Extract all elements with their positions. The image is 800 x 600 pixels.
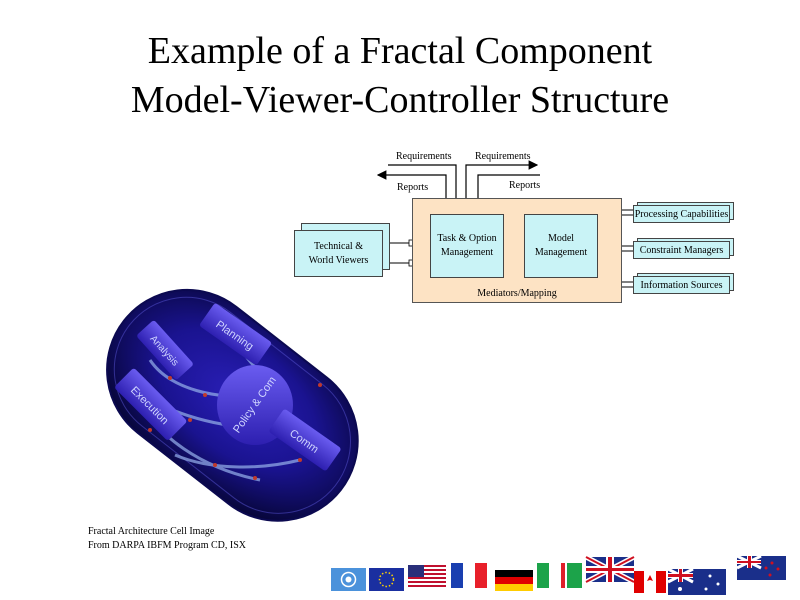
requirements-right-label: Requirements xyxy=(475,151,531,162)
model-line1: Model xyxy=(547,233,575,244)
task-line1: Task & Option xyxy=(437,233,497,244)
requirements-in-arrow xyxy=(388,164,461,209)
information-sources-box: Information Sources xyxy=(633,276,730,294)
reports-in-arrow xyxy=(473,174,540,209)
germany-flag xyxy=(495,570,533,591)
us-flag xyxy=(408,565,446,589)
reports-out-arrow xyxy=(376,170,447,207)
eu-flag xyxy=(369,568,404,591)
ireland-flag xyxy=(567,563,584,588)
task-line2: Management xyxy=(440,247,494,258)
model-management-box: Model Management xyxy=(524,214,598,278)
slide-title-line1: Example of a Fractal Component xyxy=(147,30,653,72)
model-line2: Management xyxy=(534,247,588,258)
viewers-line2: World Viewers xyxy=(308,254,369,266)
reports-left-label: Reports xyxy=(397,182,429,193)
viewers-line1: Technical & xyxy=(313,240,363,252)
requirements-left-label: Requirements xyxy=(396,151,452,162)
caption-line1: Fractal Architecture Cell Image xyxy=(88,526,215,537)
uk-flag xyxy=(584,554,636,585)
processing-capabilities-box: Processing Capabilities xyxy=(633,205,730,223)
caption-line2: From DARPA IBFM Program CD, ISX xyxy=(88,540,246,551)
new-zealand-flag xyxy=(736,554,786,580)
reports-right-label: Reports xyxy=(509,180,541,191)
mediators-label: Mediators/Mapping xyxy=(477,288,557,299)
canada-flag xyxy=(634,571,666,593)
australia-flag xyxy=(667,567,726,595)
un-flag xyxy=(331,568,366,591)
france-flag xyxy=(451,563,487,588)
italy-flag xyxy=(537,563,565,588)
task-option-box: Task & Option Management xyxy=(430,214,504,278)
constraint-managers-box: Constraint Managers xyxy=(633,241,730,259)
slide-title-line2: Model-Viewer-Controller Structure xyxy=(130,79,670,121)
viewers-box: Technical & World Viewers xyxy=(294,230,383,277)
requirements-out-arrow xyxy=(465,160,539,207)
